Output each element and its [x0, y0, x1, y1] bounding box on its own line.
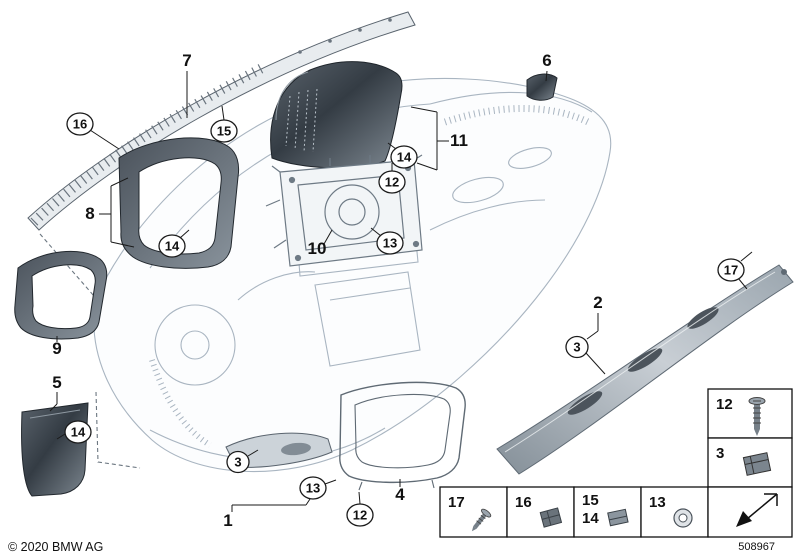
callout-1: 1	[223, 511, 232, 530]
svg-text:3: 3	[573, 340, 580, 355]
callout-4: 4	[395, 485, 405, 504]
legend-number-17: 17	[448, 494, 465, 511]
spring-clip-icon	[742, 452, 772, 476]
part-5-side-panel	[21, 402, 89, 497]
copyright-text: © 2020 BMW AG	[8, 540, 103, 554]
legend-cell-16	[506, 486, 575, 538]
callout-2: 2	[593, 293, 602, 312]
footer: © 2020 BMW AG 508967	[8, 540, 775, 554]
callout-10: 10	[308, 239, 327, 258]
svg-text:2: 2	[593, 293, 602, 312]
callout-14-a: 14	[390, 145, 418, 169]
screw-icon	[471, 508, 492, 532]
svg-text:17: 17	[724, 263, 738, 278]
svg-text:7: 7	[182, 51, 191, 70]
svg-text:12: 12	[385, 175, 399, 190]
part-2-decor-strip	[496, 264, 794, 475]
svg-text:13: 13	[306, 481, 320, 496]
callout-15: 15	[210, 119, 238, 143]
svg-text:12: 12	[353, 508, 367, 523]
svg-text:13: 13	[383, 236, 397, 251]
callout-8: 8	[85, 204, 94, 223]
svg-text:6: 6	[542, 51, 551, 70]
callout-6: 6	[542, 51, 551, 70]
legend-box-arrow	[707, 486, 793, 538]
svg-text:4: 4	[395, 485, 405, 504]
legend-cell-13	[640, 486, 709, 538]
callout-14-b: 14	[158, 234, 186, 258]
part-6-trim-piece	[526, 73, 558, 101]
callout-11: 11	[450, 131, 468, 150]
svg-text:9: 9	[52, 339, 61, 358]
callout-7: 7	[182, 51, 191, 70]
callout-9: 9	[52, 339, 61, 358]
legend-number-16: 16	[515, 494, 532, 511]
svg-text:5: 5	[52, 373, 61, 392]
spring-clip-icon	[607, 508, 629, 527]
svg-text:16: 16	[73, 117, 87, 132]
svg-text:11: 11	[450, 131, 468, 150]
callout-3-a: 3	[226, 450, 250, 474]
callout-5: 5	[52, 373, 61, 392]
fastener-legend: 17 16 15 14 13 12 3	[439, 388, 793, 538]
spring-clip-icon	[539, 507, 563, 528]
callout-3-b: 3	[565, 335, 589, 359]
diagram-number: 508967	[738, 541, 775, 553]
callout-13-a: 13	[376, 231, 404, 255]
legend-number-13: 13	[649, 494, 666, 511]
callouts: 7 16 15 6 11 14 12 13 8 14 10 9 5 14 3 1…	[52, 51, 745, 530]
speaker-grille-lines	[285, 88, 318, 153]
part-8-display-bezel	[118, 137, 240, 269]
legend-number-12: 12	[716, 396, 733, 413]
callout-14-c: 14	[64, 420, 92, 444]
legend-number-15: 15	[582, 492, 599, 509]
legend-box-12	[707, 388, 793, 439]
part-4-cluster-surround	[339, 381, 466, 491]
svg-text:14: 14	[71, 425, 86, 440]
svg-text:8: 8	[85, 204, 94, 223]
grommet-icon	[673, 508, 693, 528]
leader-lines	[49, 70, 753, 512]
callout-16: 16	[66, 112, 94, 136]
part-1-lower-trim	[225, 432, 333, 468]
svg-text:15: 15	[217, 124, 231, 139]
legend-number-3: 3	[716, 445, 724, 462]
svg-text:10: 10	[308, 239, 327, 258]
direction-arrow-icon	[736, 493, 778, 527]
legend-number-14: 14	[582, 510, 599, 527]
callout-13-b: 13	[299, 476, 327, 500]
svg-text:14: 14	[397, 150, 412, 165]
screw-icon	[748, 397, 766, 436]
svg-text:3: 3	[234, 455, 241, 470]
callout-12-b: 12	[346, 503, 374, 527]
svg-text:14: 14	[165, 239, 180, 254]
part-11-speaker-cover	[270, 61, 403, 169]
callout-12-a: 12	[378, 170, 406, 194]
svg-text:1: 1	[223, 511, 232, 530]
part-9-trim-bezel	[14, 250, 108, 340]
callout-17: 17	[717, 258, 745, 282]
